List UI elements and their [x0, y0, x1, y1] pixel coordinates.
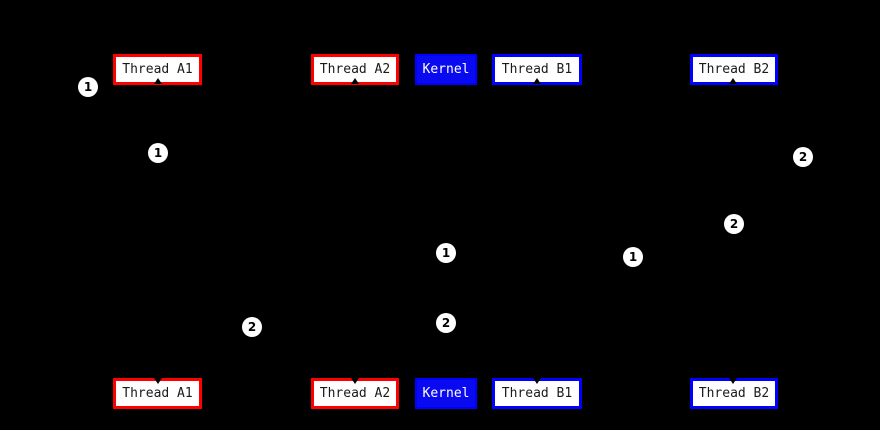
arrowhead-notch — [154, 378, 162, 384]
label-thread-a2-top: Thread A2 — [319, 62, 391, 77]
step-marker: 2 — [724, 214, 744, 234]
step-marker: 2 — [793, 147, 813, 167]
step-marker: 1 — [436, 243, 456, 263]
box-kernel-top: Kernel — [415, 54, 477, 85]
step-marker: 2 — [436, 313, 456, 333]
arrowhead-notch — [351, 78, 359, 84]
step-marker: 1 — [148, 143, 168, 163]
arrowhead-notch — [533, 378, 541, 384]
label-thread-a1-bottom: Thread A1 — [122, 386, 193, 401]
arrowhead-notch — [729, 78, 737, 84]
step-marker: 2 — [242, 317, 262, 337]
label-kernel-bottom: Kernel — [422, 386, 470, 401]
label-thread-b1-top: Thread B1 — [501, 62, 573, 77]
label-kernel-top: Kernel — [422, 62, 470, 77]
step-marker: 1 — [78, 77, 98, 97]
label-thread-b2-bottom: Thread B2 — [698, 386, 770, 401]
step-marker: 1 — [623, 247, 643, 267]
label-thread-b2-top: Thread B2 — [698, 62, 770, 77]
box-thread-b2-bottom: Thread B2 — [690, 378, 778, 409]
arrowhead-notch — [351, 378, 359, 384]
box-kernel-bottom: Kernel — [415, 378, 477, 409]
arrowhead-notch — [533, 78, 541, 84]
label-thread-a2-bottom: Thread A2 — [319, 386, 391, 401]
label-thread-b1-bottom: Thread B1 — [501, 386, 573, 401]
label-thread-a1-top: Thread A1 — [122, 62, 193, 77]
arrowhead-notch — [154, 78, 162, 84]
arrowhead-notch — [729, 378, 737, 384]
